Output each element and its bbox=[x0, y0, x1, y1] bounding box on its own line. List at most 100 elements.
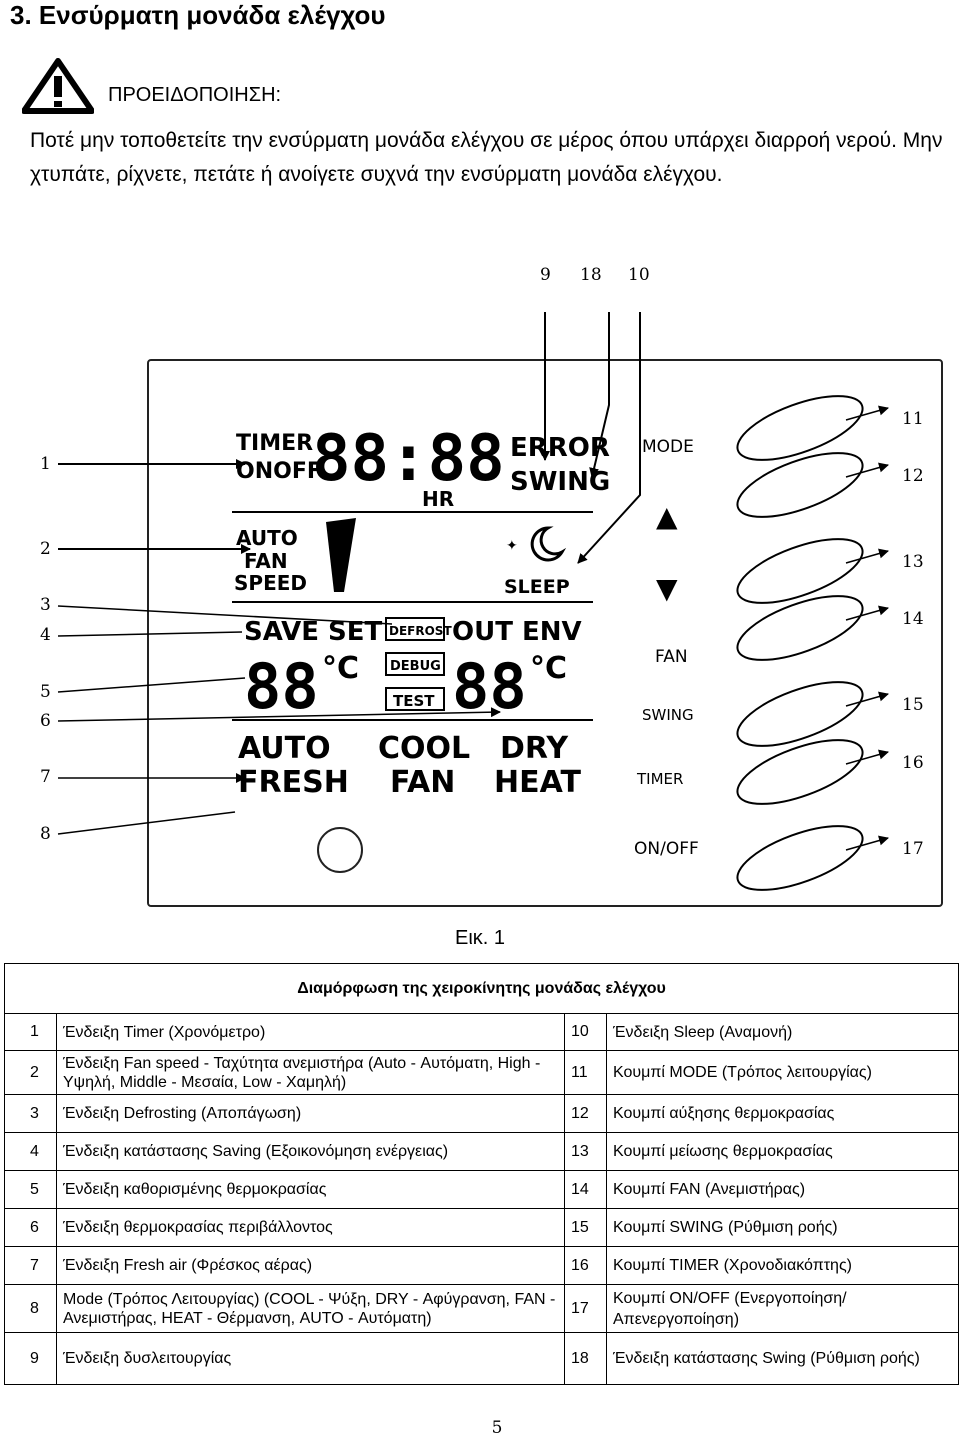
mode-dry: DRY bbox=[500, 731, 569, 766]
warning-title: ΠΡΟΕΙΔΟΠΟΙΗΣΗ: bbox=[108, 84, 282, 106]
mode-button[interactable] bbox=[730, 383, 870, 473]
button-arrow-14 bbox=[845, 605, 889, 621]
legend-num: 4 bbox=[4, 1132, 57, 1171]
legend-num: 2 bbox=[4, 1050, 57, 1095]
legend-text: Ένδειξη δυσλειτουργίας bbox=[56, 1332, 565, 1385]
table-row: 2 Ένδειξη Fan speed - Ταχύτητα ανεμιστήρ… bbox=[4, 1050, 959, 1095]
legend-text: Ένδειξη Defrosting (Αποπάγωση) bbox=[56, 1094, 565, 1133]
lcd-speed: SPEED bbox=[234, 571, 307, 595]
legend-num: 6 bbox=[4, 1208, 57, 1247]
lcd-error: ERROR bbox=[510, 433, 610, 463]
callout-7: 7 bbox=[40, 767, 51, 787]
callout-4: 4 bbox=[40, 625, 51, 645]
callout-16: 16 bbox=[902, 753, 924, 773]
callout-line-4 bbox=[57, 631, 243, 637]
mode-cool: COOL bbox=[378, 731, 470, 766]
callout-14: 14 bbox=[902, 609, 924, 629]
lcd-swing: SWING bbox=[510, 467, 610, 497]
legend-num: 16 bbox=[564, 1246, 607, 1285]
legend-text: Κουμπί MODE (Τρόπος λειτουργίας) bbox=[606, 1050, 959, 1095]
temp-down-button[interactable] bbox=[730, 526, 870, 616]
swing-button-label: SWING bbox=[642, 706, 694, 724]
legend-text: Ένδειξη κατάστασης Swing (Ρύθμιση ροής) bbox=[606, 1332, 959, 1385]
callout-2: 2 bbox=[40, 539, 51, 559]
legend-text: Mode (Τρόπος Λειτουργίας) (COOL - Ψύξη, … bbox=[56, 1284, 565, 1333]
lcd-sleep: SLEEP bbox=[504, 576, 570, 598]
button-arrow-12 bbox=[845, 462, 889, 478]
legend-num: 13 bbox=[564, 1132, 607, 1171]
down-arrow-icon: ▼ bbox=[656, 572, 678, 605]
onoff-button[interactable] bbox=[730, 813, 870, 903]
debug-box bbox=[385, 652, 445, 676]
mode-fresh: FRESH bbox=[238, 765, 349, 800]
moon-icon bbox=[530, 526, 567, 562]
legend-num: 8 bbox=[4, 1284, 57, 1333]
legend-num: 12 bbox=[564, 1094, 607, 1133]
callout-3: 3 bbox=[40, 595, 51, 615]
legend-num: 5 bbox=[4, 1170, 57, 1209]
legend-text: Ένδειξη καθορισμένης θερμοκρασίας bbox=[56, 1170, 565, 1209]
callout-13: 13 bbox=[902, 552, 924, 572]
lcd-deg-left: °C bbox=[322, 651, 359, 686]
callout-18: 18 bbox=[580, 265, 602, 285]
table-row: 4 Ένδειξη κατάστασης Saving (Εξοικονόμησ… bbox=[4, 1132, 959, 1171]
button-arrow-16 bbox=[845, 749, 889, 765]
callout-12: 12 bbox=[902, 466, 924, 486]
legend-text: Ένδειξη κατάστασης Saving (Εξοικονόμηση … bbox=[56, 1132, 565, 1171]
button-arrow-13 bbox=[845, 548, 889, 564]
test-box bbox=[385, 687, 445, 711]
swing-button[interactable] bbox=[730, 669, 870, 759]
warning-text: Ποτέ μην τοποθετείτε την ενσύρματη μονάδ… bbox=[30, 129, 943, 186]
fan-button[interactable] bbox=[730, 583, 870, 673]
mode-heat: HEAT bbox=[494, 765, 581, 800]
lcd-clock: 88:88 bbox=[312, 422, 505, 496]
legend-text: Ένδειξη Sleep (Αναμονή) bbox=[606, 1013, 959, 1051]
legend-num: 14 bbox=[564, 1170, 607, 1209]
timer-button-label: TIMER bbox=[636, 770, 683, 788]
callout-5: 5 bbox=[40, 682, 51, 702]
legend-text: Κουμπί μείωσης θερμοκρασίας bbox=[606, 1132, 959, 1171]
legend-text: Κουμπί FAN (Ανεμιστήρας) bbox=[606, 1170, 959, 1209]
timer-button[interactable] bbox=[730, 727, 870, 817]
temp-up-button[interactable] bbox=[730, 440, 870, 530]
table-row: 3 Ένδειξη Defrosting (Αποπάγωση) 12 Κουμ… bbox=[4, 1094, 959, 1133]
table-row: 8 Mode (Τρόπος Λειτουργίας) (COOL - Ψύξη… bbox=[4, 1284, 959, 1333]
table-row: 9 Ένδειξη δυσλειτουργίας 18 Ένδειξη κατά… bbox=[4, 1332, 959, 1385]
mode-button-label: MODE bbox=[642, 437, 694, 457]
page-number: 5 bbox=[491, 1418, 503, 1436]
callout-1: 1 bbox=[40, 454, 51, 474]
lcd-out-env: OUT ENV bbox=[452, 617, 582, 647]
reset-hole bbox=[317, 827, 363, 873]
legend-text: Ένδειξη θερμοκρασίας περιβάλλοντος bbox=[56, 1208, 565, 1247]
legend-num: 18 bbox=[564, 1332, 607, 1385]
legend-text: Κουμπί ON/OFF (Ενεργοποίηση/Απενεργοποίη… bbox=[606, 1284, 959, 1333]
defrost-box bbox=[385, 617, 445, 641]
star-icon: ✦ bbox=[506, 538, 518, 554]
table-row: 6 Ένδειξη θερμοκρασίας περιβάλλοντος 15 … bbox=[4, 1208, 959, 1247]
lcd-onoff: ONOFF bbox=[236, 459, 322, 484]
legend-text: Κουμπί TIMER (Χρονοδιακόπτης) bbox=[606, 1246, 959, 1285]
table-row: 7 Ένδειξη Fresh air (Φρέσκος αέρας) 16 Κ… bbox=[4, 1246, 959, 1285]
callout-line-5 bbox=[57, 677, 246, 693]
fan-speed-bars bbox=[326, 518, 356, 592]
table-row: 5 Ένδειξη καθορισμένης θερμοκρασίας 14 Κ… bbox=[4, 1170, 959, 1209]
callout-6: 6 bbox=[40, 711, 51, 731]
legend-num: 15 bbox=[564, 1208, 607, 1247]
warning-triangle-icon bbox=[22, 58, 94, 114]
legend-num: 11 bbox=[564, 1050, 607, 1095]
callout-line-8 bbox=[57, 811, 236, 835]
callout-10: 10 bbox=[628, 265, 650, 285]
lcd-auto: AUTO bbox=[236, 526, 298, 550]
button-arrow-17 bbox=[845, 835, 889, 851]
legend-text: Ένδειξη Fresh air (Φρέσκος αέρας) bbox=[56, 1246, 565, 1285]
callout-17: 17 bbox=[902, 839, 924, 859]
up-arrow-icon: ▲ bbox=[656, 500, 678, 533]
lcd-timer: TIMER bbox=[236, 431, 313, 456]
table-row: 1 Ένδειξη Timer (Χρονόμετρο) 10 Ένδειξη … bbox=[4, 1013, 959, 1051]
legend-text: Κουμπί SWING (Ρύθμιση ροής) bbox=[606, 1208, 959, 1247]
lcd-deg-right: °C bbox=[530, 651, 567, 686]
button-arrow-11 bbox=[845, 405, 889, 421]
callout-8: 8 bbox=[40, 824, 51, 844]
legend-title: Διαμόρφωση της χειροκίνητης μονάδας ελέγ… bbox=[4, 963, 959, 1014]
lcd-fan: FAN bbox=[244, 549, 288, 573]
